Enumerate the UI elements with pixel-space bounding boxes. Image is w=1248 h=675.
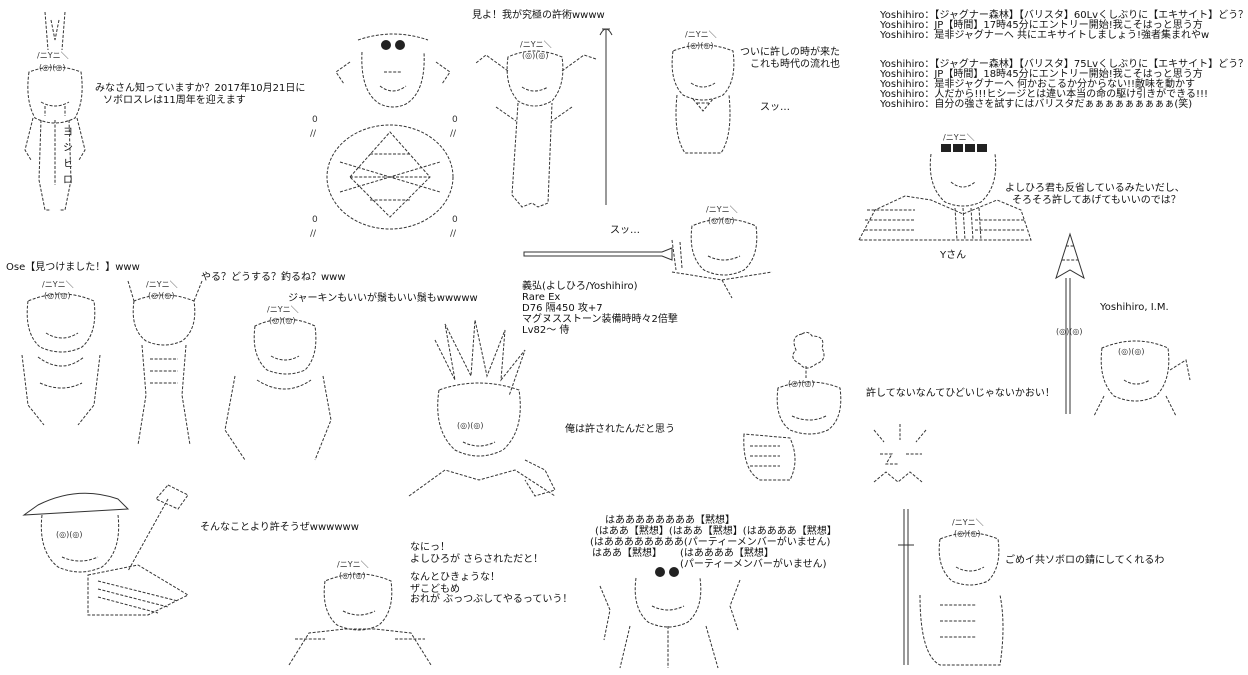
ysan-face-mark: /ニYニ＼ [943,133,975,142]
crouch-face-eyes: (◎)(◎) [339,571,365,580]
mage-face-mark: /ニYニ＼ [520,40,552,49]
meditate-eye-left-icon [655,567,665,577]
meditating-yoshihiro-art [590,567,760,670]
monk-face-mark: /ニYニ＼ [685,30,717,39]
behold-caption: 見よ！我が究極の許術wwww [472,10,605,21]
chat-log-1-line-0: Yoshihiro：【ジャグナー森林】【バリスタ】60Lvくしぶりに【エキサイト… [880,10,1248,21]
time-caption-2: これも時代の流れ也 [750,59,840,70]
sonna-caption: そんなことより許そうぜwwwwww [200,522,359,533]
svg-text:0: 0 [452,215,458,225]
forgive-caption-1: よしひろ君も反省しているみたいだし、 [1005,183,1185,194]
svg-text:0: 0 [312,215,318,225]
not-forgiven-caption: 許してないなんてひどいじゃないかおい！ [866,388,1055,399]
sword-face-eyes: (◎)(◎) [708,216,734,225]
sukku-caption-1: スッ… [760,102,790,113]
crouching-yoshihiro-art: /ニYニ＼ (◎)(◎) [285,560,435,670]
muscle-2-face-mark: /ニYニ＼ [146,280,178,289]
capped-face-eyes: (◎)(◎) [56,530,82,539]
shell-yoshihiro-art: 0 // 0 // 0 // 0 // [310,22,458,239]
svg-text:0: 0 [452,115,458,125]
katana-yoshihiro-art: /ニYニ＼ (◎)(◎) [880,505,1010,670]
anniversary-text-1: みなさん知っていますか？2017年10月21日に [95,83,306,94]
status-line-1: Rare Ex [522,292,561,303]
haaa-line-4: (はああああ【黙想】 [680,548,774,559]
eye-left-icon [381,40,391,50]
jerkin-caption: ジャーキンもいいが鬚もいい鬚もwwwww [288,293,478,304]
knight-yoshihiro-art: (◎)(◎) (◎)(◎) [1040,230,1190,420]
chat-log-1-line-1: Yoshihiro：JP【時間】17時45分にエントリー開始!我こそはっと思う方 [880,20,1203,31]
svg-text://: // [450,229,457,239]
mage-yoshihiro-art: /ニYニ＼ (◎)(◎) [472,25,622,215]
status-line-2: D76 隔450 攻+7 [522,303,603,314]
sunglass-block-1-icon [941,144,951,152]
ysan-uniform-art: /ニYニ＼ [855,133,1035,260]
svg-text://: // [310,129,317,139]
katana-face-mark: /ニYニ＼ [952,518,984,527]
status-line-3: マグヌスストーン装備時時々2倍撃 [522,314,678,325]
ose-caption: Ose【見つけました！】www [6,262,140,273]
ysan-label: Yさん [940,250,967,261]
capped-yoshihiro-art: (◎)(◎) [18,475,208,625]
muscle-3-face-eyes: (◎)(◎) [269,316,295,325]
chat-log-2-line-4: Yoshihiro：自分の強さを試すにはバリスタだぁぁぁぁぁぁぁぁぁ(笑) [880,99,1193,110]
sukku-caption-2: スッ… [610,225,640,236]
naniko-line-0: なにっ！ [410,542,450,553]
naniko-line-3: ザこどもめ [410,584,460,595]
spiky-face-eyes: (◎)(◎) [457,421,483,430]
sword-yoshihiro-art: /ニYニ＼ (◎)(◎) [522,205,782,300]
mage-face-eyes: (◎)(◎) [522,51,548,60]
meditate-eye-right-icon [669,567,679,577]
crouch-face-mark: /ニYニ＼ [337,560,369,569]
yoshihiro-im-label: Yoshihiro, I.M. [1100,302,1169,313]
svg-text://: // [310,229,317,239]
svg-text://: // [450,129,457,139]
status-line-0: 義弘(よしひろ/Yoshihiro) [522,281,638,292]
muscle-1-face-mark: /ニYニ＼ [42,280,74,289]
standing-face-eyes: (◎)(◎) [39,63,65,72]
muscle-guy-3-art: /ニYニ＼ (◎)(◎) [215,305,335,470]
chat-log-1-line-2: Yoshihiro：是非ジャグナーへ 共にエキサイトしましょう!強者集まれやw [880,30,1210,41]
muscle-guy-2-art: /ニYニ＼ (◎)(◎) [120,280,210,450]
haaa-line-3: はああ【黙想】 [592,548,662,559]
chat-log-2-line-0: Yoshihiro：【ジャグナー森林】【バリスタ】75Lvくしぶりに【エキサイト… [880,59,1248,70]
sunglass-block-2-icon [953,144,963,152]
muscle-3-face-mark: /ニYニ＼ [267,305,299,314]
haaa-line-5: (パーティーメンバーがいません) [680,559,827,570]
sunglass-block-3-icon [965,144,975,152]
sunglass-block-4-icon [977,144,987,152]
chat-log-2-line-1: Yoshihiro：JP【時間】18時45分にエントリー開始!我こそはっと思う方 [880,69,1203,80]
spiky-yoshihiro-art: (◎)(◎) [405,320,565,510]
muscle-1-face-eyes: (◎)(◎) [44,291,70,300]
haaa-line-1: (はああ【黙想】(はああ【黙想】(はああああ【黙想】 [595,526,837,537]
chat-log-2-line-2: Yoshihiro：是非ジャグナーへ 何かおこるか分からない!!敵味を動かす [880,79,1196,90]
forgive-caption-2: そろそろ許してあげてもいいのでは？ [1012,195,1181,206]
naniko-line-1: よしひろが さらされただと！ [410,554,544,565]
sword-face-mark: /ニYニ＼ [706,205,738,214]
yaru-caption: やる？どうする？釣るね？www [201,272,346,283]
time-caption-1: ついに許しの時が来た [740,47,840,58]
knight-face-eyes: (◎)(◎) [1118,347,1144,356]
naniko-line-4: おれが ぶっつぶしてやるっていう！ [410,594,573,605]
balloon-yoshihiro-art: (◎)(◎) [740,330,880,500]
svg-text:0: 0 [312,115,318,125]
standing-yoshihiro-art: /ニYニ＼ (◎)(◎) [15,10,105,220]
chat-log-2-line-3: Yoshihiro：人だから!!!ヒシージとは違い本当の命の駆け引きができる!!… [880,89,1209,100]
monk-yoshihiro-art: /ニYニ＼ (◎)(◎) [665,30,755,160]
naniko-line-2: なんとひきょうな！ [410,572,500,583]
yoshihiro-vertical-label: ヨシヒロ [63,127,73,186]
haaa-line-2: (はああああああああ(パーティーメンバーがいません) [590,537,831,548]
sparkle-mark-art [870,420,930,490]
gomen-caption: ごめイ共ソボロの錆にしてくれるわ [1005,555,1165,566]
haaa-line-0: はああああああああ【黙想】 [605,515,735,526]
forgiven-caption: 俺は許されたんだと思う [565,424,675,435]
standing-face-mark: /ニYニ＼ [37,51,69,60]
muscle-guy-1-art: /ニYニ＼ (◎)(◎) [18,280,108,435]
status-line-4: Lv82～ 侍 [522,325,570,336]
eye-right-icon [395,40,405,50]
balloon-face-eyes: (◎)(◎) [788,379,814,388]
anniversary-text-2: ソボロスレは11周年を迎えます [103,95,246,106]
svg-text:(◎)(◎): (◎)(◎) [1056,327,1082,336]
